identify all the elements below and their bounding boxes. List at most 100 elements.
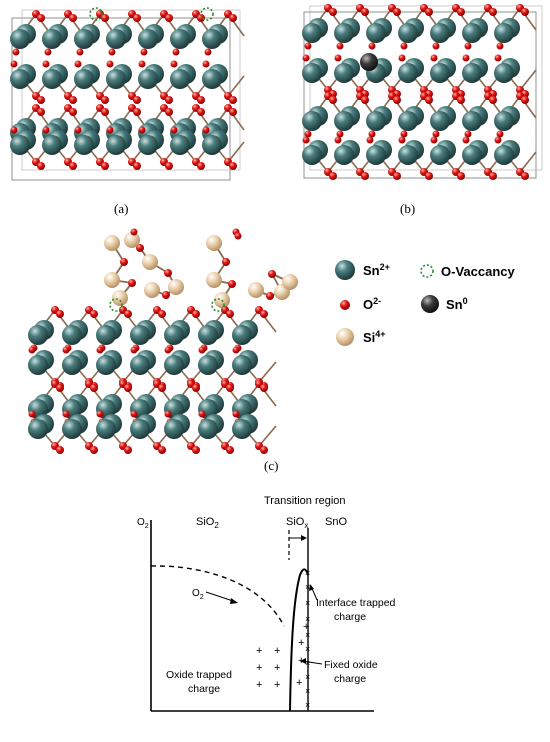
o-atom bbox=[164, 346, 172, 354]
sn-atom bbox=[232, 325, 252, 345]
fixed-charge-arrow-head bbox=[300, 658, 306, 664]
o-atom bbox=[229, 162, 237, 170]
o-atom bbox=[222, 258, 230, 266]
o-atom bbox=[90, 310, 98, 318]
legend-sn2-icon bbox=[335, 260, 355, 280]
o-atom bbox=[400, 42, 408, 50]
o-atom bbox=[462, 136, 470, 144]
panel-c-silicon-chains bbox=[104, 228, 298, 308]
plus-mark: + bbox=[274, 645, 280, 657]
sn-o-bond bbox=[519, 151, 537, 173]
cross-mark: × bbox=[305, 672, 310, 682]
siox-arrow-head bbox=[301, 535, 307, 541]
o-atom bbox=[496, 42, 504, 50]
oxide-charge-label-1: Oxide trapped bbox=[166, 669, 232, 681]
o-atom bbox=[229, 108, 237, 116]
o-atom bbox=[124, 384, 132, 392]
sn-atom bbox=[398, 63, 418, 83]
sn-atom bbox=[42, 135, 62, 155]
plus-mark: + bbox=[256, 645, 262, 657]
sn-atom bbox=[138, 69, 158, 89]
sn-atom bbox=[28, 355, 48, 375]
o-atom bbox=[198, 410, 206, 418]
o-atom bbox=[457, 172, 465, 180]
o-atom bbox=[165, 162, 173, 170]
cross-mark: × bbox=[305, 630, 310, 640]
si-atom bbox=[144, 282, 160, 298]
o-atom bbox=[197, 96, 205, 104]
o-atom bbox=[128, 279, 136, 287]
sn-atom bbox=[302, 111, 322, 131]
sn-atom bbox=[334, 63, 354, 83]
o-atom bbox=[101, 96, 109, 104]
sn-atom bbox=[138, 135, 158, 155]
o-atom bbox=[368, 130, 376, 138]
o-atom bbox=[158, 446, 166, 454]
o-atom bbox=[165, 108, 173, 116]
o-atom bbox=[489, 8, 497, 16]
o-atom bbox=[69, 162, 77, 170]
o-atom bbox=[361, 8, 369, 16]
o-atom bbox=[232, 410, 240, 418]
sn-atom bbox=[198, 325, 218, 345]
o-atom bbox=[234, 232, 242, 240]
o-atom bbox=[165, 14, 173, 22]
o-atom bbox=[197, 108, 205, 116]
sn-atom bbox=[164, 419, 184, 439]
sn0-atom-b bbox=[360, 53, 378, 71]
sn-atom bbox=[170, 135, 190, 155]
o-atom bbox=[37, 108, 45, 116]
o-atom bbox=[329, 96, 337, 104]
sn-atom bbox=[462, 63, 482, 83]
sn-atom bbox=[42, 69, 62, 89]
o-atom bbox=[69, 108, 77, 116]
o-atom bbox=[489, 172, 497, 180]
panel-a-structure bbox=[10, 7, 245, 181]
o-atom bbox=[226, 384, 234, 392]
sn-atom bbox=[366, 23, 386, 43]
panel-b-atoms bbox=[302, 4, 537, 180]
sn-atom bbox=[494, 145, 514, 165]
plus-mark: + bbox=[274, 679, 280, 691]
o-atom bbox=[361, 172, 369, 180]
sn-atom bbox=[494, 63, 514, 83]
o-atom bbox=[62, 410, 70, 418]
o-atom bbox=[489, 96, 497, 104]
sn-atom bbox=[334, 23, 354, 43]
sn-atom bbox=[28, 419, 48, 439]
o-atom bbox=[133, 108, 141, 116]
cross-mark: × bbox=[305, 686, 310, 696]
o-atom bbox=[172, 48, 180, 56]
sn-atom bbox=[62, 325, 82, 345]
o-atom bbox=[101, 108, 109, 116]
sn-atom bbox=[462, 111, 482, 131]
o-atom bbox=[90, 446, 98, 454]
o-atom bbox=[42, 60, 50, 68]
o-atom bbox=[425, 96, 433, 104]
sn-atom bbox=[430, 111, 450, 131]
legend-vacancy-icon bbox=[420, 264, 434, 278]
o-atom bbox=[28, 346, 36, 354]
o-atom bbox=[130, 228, 138, 236]
o-atom bbox=[366, 136, 374, 144]
cross-mark: × bbox=[305, 644, 310, 654]
vacancy-marker-c1 bbox=[109, 298, 123, 312]
vacancy-marker-c2 bbox=[211, 298, 225, 312]
o2-concentration-curve bbox=[150, 565, 285, 627]
o-atom bbox=[197, 162, 205, 170]
o-atom bbox=[170, 60, 178, 68]
fixed-charge-label-2: charge bbox=[334, 673, 366, 685]
sn-atom bbox=[106, 69, 126, 89]
fixed-charge-label-1: Fixed oxide bbox=[324, 659, 378, 671]
o-atom bbox=[140, 48, 148, 56]
sn-atom bbox=[462, 23, 482, 43]
o-atom bbox=[336, 130, 344, 138]
si-atom bbox=[124, 232, 140, 248]
o-atom bbox=[164, 410, 172, 418]
o-atom bbox=[108, 48, 116, 56]
plus-charge-marks: ++++++++++ bbox=[256, 621, 309, 691]
sn-o-bond bbox=[258, 361, 277, 383]
sn-atom bbox=[232, 355, 252, 375]
o-atom bbox=[90, 384, 98, 392]
sn-atom bbox=[170, 29, 190, 49]
